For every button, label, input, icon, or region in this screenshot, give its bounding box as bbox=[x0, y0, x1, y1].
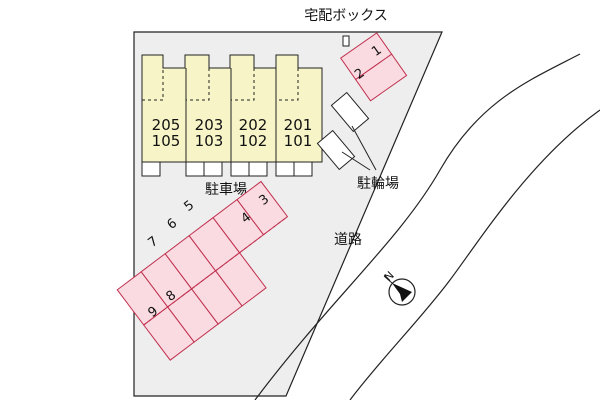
unit-lower-105: 105 bbox=[152, 132, 181, 150]
parking-area bbox=[116, 180, 289, 361]
north-compass-icon bbox=[383, 275, 416, 306]
bicycle-parking-label: 駐輪場 bbox=[357, 175, 399, 192]
parking-group-right bbox=[340, 32, 408, 102]
bicycle-parking bbox=[316, 91, 377, 171]
building bbox=[141, 54, 323, 177]
unit-upper-205: 205 bbox=[152, 116, 181, 134]
unit-upper-203: 203 bbox=[195, 116, 224, 134]
parking-label: 駐車場 bbox=[205, 181, 247, 198]
delivery-box-label: 宅配ボックス bbox=[304, 8, 388, 24]
road-edge bbox=[349, 109, 600, 400]
road-edge bbox=[254, 53, 581, 400]
unit-lower-101: 101 bbox=[284, 132, 313, 150]
unit-upper-202: 202 bbox=[239, 116, 268, 134]
unit-lower-102: 102 bbox=[239, 132, 268, 150]
delivery-box bbox=[342, 35, 350, 47]
unit-upper-201: 201 bbox=[284, 116, 313, 134]
road-label: 道路 bbox=[334, 232, 362, 248]
building-outline bbox=[141, 54, 323, 163]
unit-lower-103: 103 bbox=[195, 132, 224, 150]
